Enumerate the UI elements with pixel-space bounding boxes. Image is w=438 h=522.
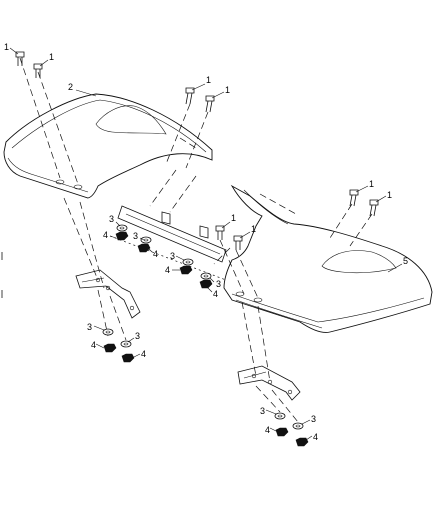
right-fender (223, 184, 433, 333)
left-lower-bracket (75, 269, 141, 319)
nut-right-1 (275, 427, 289, 437)
assembly-lines (19, 57, 373, 423)
callout-nut-mid-4: 4 (213, 289, 218, 299)
washer-mid-3 (182, 258, 194, 266)
callout-nut-mid-1: 4 (103, 230, 108, 240)
center-mounting-bracket (109, 205, 227, 281)
callout-left-fender: 2 (68, 82, 73, 92)
callout-washer-left-1: 3 (87, 322, 92, 332)
callout-washer-mid-3: 3 (170, 251, 175, 261)
callout-bolt-center-a: 1 (206, 75, 211, 85)
callout-bolt-left-b: 1 (49, 52, 54, 62)
callout-bolt-center-b: 1 (225, 85, 230, 95)
callout-bolt-right-a: 1 (369, 179, 374, 189)
callout-washer-right-2: 3 (311, 414, 316, 424)
nut-mid-2 (137, 243, 151, 253)
washer-mid-4 (200, 272, 212, 280)
washers-and-nuts (102, 224, 309, 447)
bolt-mid-b (233, 235, 243, 250)
callout-nut-mid-3: 4 (165, 265, 170, 275)
callout-labels: 1 1 2 1 1 1 1 1 1 5 3 4 3 4 3 4 3 4 3 4 … (4, 42, 408, 442)
callout-nut-left-1: 4 (91, 340, 96, 350)
bolt-mid-a (215, 225, 225, 240)
callout-nut-mid-2: 4 (153, 249, 158, 259)
callout-bolt-mid-b: 1 (251, 224, 256, 234)
nut-left-1 (103, 343, 117, 353)
callout-bolt-right-b: 1 (387, 190, 392, 200)
callout-washer-mid-2: 3 (133, 231, 138, 241)
nut-left-2 (121, 353, 135, 363)
washer-right-1 (274, 412, 286, 420)
callout-nut-left-2: 4 (141, 349, 146, 359)
washer-left-2 (120, 340, 132, 348)
washer-mid-2 (140, 236, 152, 244)
callout-washer-left-2: 3 (135, 331, 140, 341)
nut-mid-1 (115, 231, 129, 241)
bolt-left-b (33, 63, 43, 78)
callout-washer-mid-1: 3 (109, 214, 114, 224)
nut-right-2 (295, 437, 309, 447)
washer-left-1 (102, 328, 114, 336)
callout-washer-right-1: 3 (260, 406, 265, 416)
nut-mid-4 (199, 279, 213, 289)
bolt-right-a (349, 189, 359, 207)
washer-right-2 (292, 422, 304, 430)
bolt-center-a (185, 87, 195, 105)
bolt-parts (15, 51, 379, 250)
bolt-left-a (15, 51, 25, 66)
callout-bolt-left-a: 1 (4, 42, 9, 52)
right-lower-bracket (237, 365, 301, 401)
bolt-right-b (369, 199, 379, 217)
leader-lines (9, 47, 403, 441)
bolt-center-b (205, 95, 215, 113)
callout-bolt-mid-a: 1 (231, 213, 236, 223)
callout-right-fender: 5 (403, 256, 408, 266)
callout-nut-right-1: 4 (265, 425, 270, 435)
left-fender (3, 93, 213, 199)
callout-nut-right-2: 4 (313, 432, 318, 442)
washer-mid-1 (116, 224, 128, 232)
nut-mid-3 (179, 265, 193, 275)
callout-washer-mid-4: 3 (216, 279, 221, 289)
